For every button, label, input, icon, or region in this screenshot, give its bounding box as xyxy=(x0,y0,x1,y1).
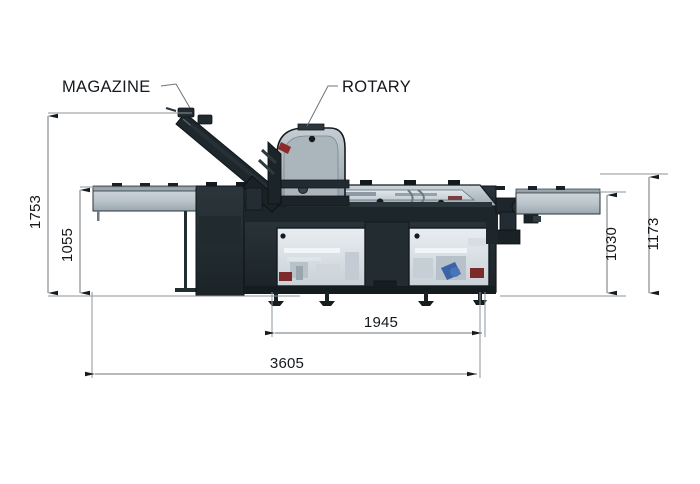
dim-value-1753: 1753 xyxy=(27,195,44,229)
dimension-1055: 1055 xyxy=(59,186,196,296)
rotary-housing xyxy=(274,123,350,207)
foot xyxy=(319,292,335,306)
magazine-arm xyxy=(165,107,283,213)
infeed-conveyor xyxy=(92,183,201,292)
callout-magazine: MAGAZINE xyxy=(62,78,191,109)
dimension-1753: 1753 xyxy=(27,112,300,297)
dim-value-3605: 3605 xyxy=(270,355,304,372)
dim-value-1055: 1055 xyxy=(59,228,76,262)
foot xyxy=(268,292,284,306)
callout-rotary: ROTARY xyxy=(306,78,411,127)
dimension-1173: 1173 xyxy=(600,173,668,296)
callout-label-magazine: MAGAZINE xyxy=(62,78,151,96)
dimension-1945: 1945 xyxy=(265,292,486,337)
foot xyxy=(418,292,434,306)
callout-label-rotary: ROTARY xyxy=(342,78,411,96)
dim-value-1030: 1030 xyxy=(603,227,620,261)
dim-value-1945: 1945 xyxy=(364,314,398,331)
dimension-1030: 1030 xyxy=(500,191,626,297)
machine-illustration xyxy=(92,107,601,306)
machine-feet xyxy=(268,292,487,306)
dim-value-1173: 1173 xyxy=(645,217,662,250)
dimension-3605: 3605 xyxy=(85,292,481,378)
main-body xyxy=(195,180,497,297)
